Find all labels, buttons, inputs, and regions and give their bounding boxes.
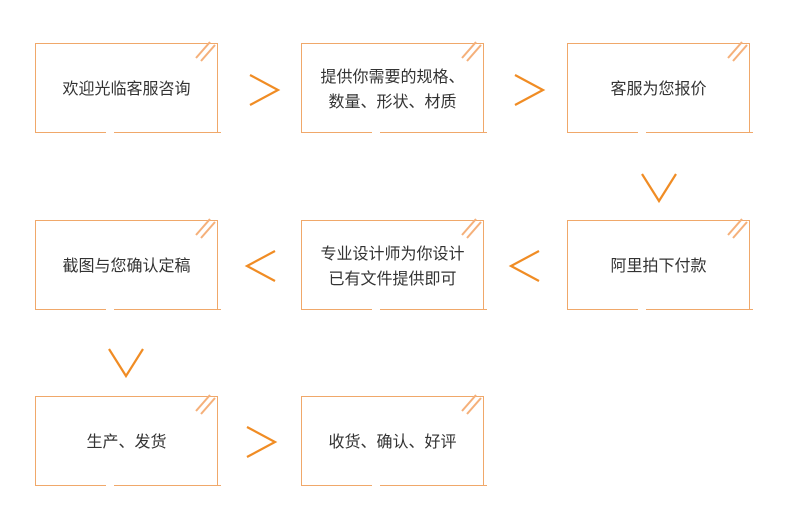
corner-slash-icon <box>195 394 216 415</box>
corner-slash-icon <box>727 218 748 239</box>
chevron-left-icon <box>244 250 276 282</box>
box-bottom-border-right <box>646 308 753 310</box>
corner-slash-icon <box>461 394 482 415</box>
box-bottom-border-left <box>34 308 106 310</box>
box-bottom-border-right <box>380 484 487 486</box>
step-text: 客服为您报价 <box>568 44 749 133</box>
step-text-line: 收货、确认、好评 <box>328 432 457 451</box>
step-text: 阿里拍下付款 <box>568 221 749 310</box>
step-text-line: 提供你需要的规格、 <box>320 66 465 86</box>
step-box-7: 生产、发货 <box>34 394 221 486</box>
chevron-down-icon <box>641 173 677 204</box>
step-text: 提供你需要的规格、 数量、形状、材质 <box>302 44 483 133</box>
step-text: 生产、发货 <box>36 397 217 486</box>
chevron-right-icon <box>514 74 546 106</box>
step-text-line: 客服为您报价 <box>610 79 707 98</box>
step-text: 收货、确认、好评 <box>302 397 483 486</box>
chevron-right-icon <box>246 426 278 458</box>
chevron-right-icon <box>249 74 281 106</box>
step-text: 欢迎光临客服咨询 <box>36 44 217 133</box>
corner-slash-icon <box>461 41 482 62</box>
step-box-6: 截图与您确认定稿 <box>34 218 221 310</box>
chevron-left-icon <box>508 250 540 282</box>
step-box-8: 收货、确认、好评 <box>300 394 487 486</box>
box-bottom-border-left <box>34 484 106 486</box>
step-text-line: 数量、形状、材质 <box>328 91 457 111</box>
box-bottom-border-left <box>566 131 638 133</box>
corner-slash-icon <box>461 218 482 239</box>
step-text-line: 欢迎光临客服咨询 <box>62 79 191 98</box>
box-bottom-border-right <box>114 484 221 486</box>
corner-slash-icon <box>195 218 216 239</box>
step-box-1: 欢迎光临客服咨询 <box>34 41 221 133</box>
box-bottom-border-right <box>114 308 221 310</box>
corner-slash-icon <box>727 41 748 62</box>
box-bottom-border-left <box>566 308 638 310</box>
box-bottom-border-right <box>114 131 221 133</box>
step-box-2: 提供你需要的规格、 数量、形状、材质 <box>300 41 487 133</box>
box-bottom-border-left <box>300 131 372 133</box>
box-bottom-border-right <box>380 308 487 310</box>
corner-slash-icon <box>195 41 216 62</box>
step-text-line: 生产、发货 <box>86 432 167 451</box>
step-box-5: 专业设计师为你设计 已有文件提供即可 <box>300 218 487 310</box>
step-text-line: 专业设计师为你设计 <box>320 243 465 263</box>
box-bottom-border-left <box>34 131 106 133</box>
step-text-line: 截图与您确认定稿 <box>62 256 191 275</box>
box-bottom-border-right <box>646 131 753 133</box>
step-text: 专业设计师为你设计 已有文件提供即可 <box>302 221 483 310</box>
step-text-line: 阿里拍下付款 <box>610 256 707 275</box>
chevron-down-icon <box>108 348 144 379</box>
step-text: 截图与您确认定稿 <box>36 221 217 310</box>
step-box-4: 阿里拍下付款 <box>566 218 753 310</box>
box-bottom-border-left <box>300 484 372 486</box>
step-text-line: 已有文件提供即可 <box>328 268 457 288</box>
step-box-3: 客服为您报价 <box>566 41 753 133</box>
box-bottom-border-left <box>300 308 372 310</box>
box-bottom-border-right <box>380 131 487 133</box>
